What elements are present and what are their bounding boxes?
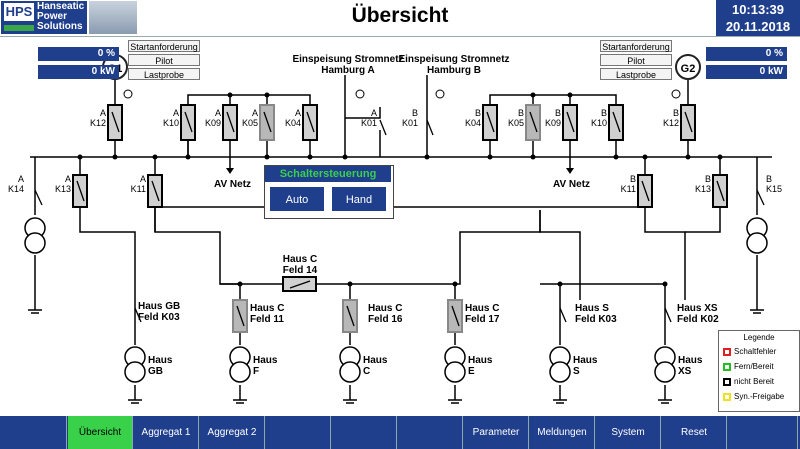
header-bar: HPS Hanseatic Power Solutions Übersicht … xyxy=(0,0,800,37)
auto-mode-button[interactable]: Auto xyxy=(269,186,325,212)
switch-control-title: Schaltersteuerung xyxy=(265,166,391,182)
g2-loadtest-button[interactable]: Lastprobe xyxy=(600,68,672,80)
legend-item-notready: nicht Bereit xyxy=(723,377,774,387)
page-title: Übersicht xyxy=(351,4,449,27)
nav-button-empty[interactable] xyxy=(728,416,798,449)
logo-hps: HPS xyxy=(4,3,34,21)
coupler-label: Haus C Feld 14 xyxy=(280,254,320,276)
g2-power-value: 0 kW xyxy=(706,65,787,79)
switch-control-panel: Schaltersteuerung Auto Hand xyxy=(264,165,394,219)
nav-button-empty[interactable] xyxy=(266,416,331,449)
legend-swatch-red xyxy=(723,347,731,356)
legend-box: Legende Schaltfehler Fern/Bereit nicht B… xyxy=(718,330,800,412)
nav-parameter[interactable]: Parameter xyxy=(464,416,529,449)
nav-aggregate-1[interactable]: Aggregat 1 xyxy=(134,416,199,449)
av-netz-left-label: AV Netz xyxy=(214,179,252,190)
bottom-nav: Übersicht Aggregat 1 Aggregat 2 Paramete… xyxy=(0,416,800,449)
clock-time: 10:13:39 xyxy=(731,2,785,17)
logo-bar xyxy=(4,25,34,31)
hand-mode-button[interactable]: Hand xyxy=(331,186,387,212)
legend-swatch-yellow xyxy=(723,392,731,401)
g2-start-request-button[interactable]: Startanforderung xyxy=(600,40,672,52)
breaker-blades xyxy=(34,111,765,327)
legend-title: Legende xyxy=(743,333,775,342)
legend-item-error: Schaltfehler xyxy=(723,347,776,357)
logo-name: Hanseatic Power Solutions xyxy=(37,2,84,32)
infeed-b-line1: Einspeisung Stromnetz xyxy=(398,54,510,65)
company-logo: HPS Hanseatic Power Solutions xyxy=(1,1,87,34)
g1-power-value: 0 kW xyxy=(38,65,119,79)
logo-line: Hanseatic xyxy=(37,1,85,12)
nav-button-empty[interactable] xyxy=(398,416,463,449)
g2-pilot-button[interactable]: Pilot xyxy=(600,54,672,66)
generator-g2-icon[interactable]: G2 xyxy=(675,54,701,80)
clock-box: 10:13:39 20.11.2018 xyxy=(716,0,800,36)
coupler-line2: Feld 14 xyxy=(282,265,318,276)
nav-button-empty[interactable] xyxy=(2,416,67,449)
infeed-a-line2: Hamburg A xyxy=(321,65,375,76)
infeed-a-label: Einspeisung Stromnetz Hamburg A xyxy=(292,54,404,76)
nav-system[interactable]: System xyxy=(596,416,661,449)
nav-button-empty[interactable] xyxy=(332,416,397,449)
g2-percent-value: 0 % xyxy=(706,47,787,61)
legend-item-sync: Syn.-Freigabe xyxy=(723,392,784,402)
g1-start-request-button[interactable]: Startanforderung xyxy=(128,40,200,52)
logo-line: Power xyxy=(37,11,68,22)
legend-item-ready: Fern/Bereit xyxy=(723,362,774,372)
nav-reset[interactable]: Reset xyxy=(662,416,727,449)
breakers-group xyxy=(72,104,728,333)
clock-date: 20.11.2018 xyxy=(725,19,791,34)
logo-line: Solutions xyxy=(37,21,83,32)
infeed-b-line2: Hamburg B xyxy=(427,65,481,76)
nav-messages[interactable]: Meldungen xyxy=(530,416,595,449)
legend-swatch-green xyxy=(723,362,731,371)
infeed-a-line1: Einspeisung Stromnetz xyxy=(292,54,404,65)
g1-percent-value: 0 % xyxy=(38,47,119,61)
av-netz-right-label: AV Netz xyxy=(553,179,591,190)
nav-aggregate-2[interactable]: Aggregat 2 xyxy=(200,416,265,449)
legend-swatch-black xyxy=(723,377,731,386)
infeed-b-label: Einspeisung Stromnetz Hamburg B xyxy=(398,54,510,76)
coupler-line1: Haus C xyxy=(282,254,318,265)
g1-pilot-button[interactable]: Pilot xyxy=(128,54,200,66)
g1-loadtest-button[interactable]: Lastprobe xyxy=(128,68,200,80)
nav-overview[interactable]: Übersicht xyxy=(68,416,133,449)
plant-photo xyxy=(89,1,137,34)
